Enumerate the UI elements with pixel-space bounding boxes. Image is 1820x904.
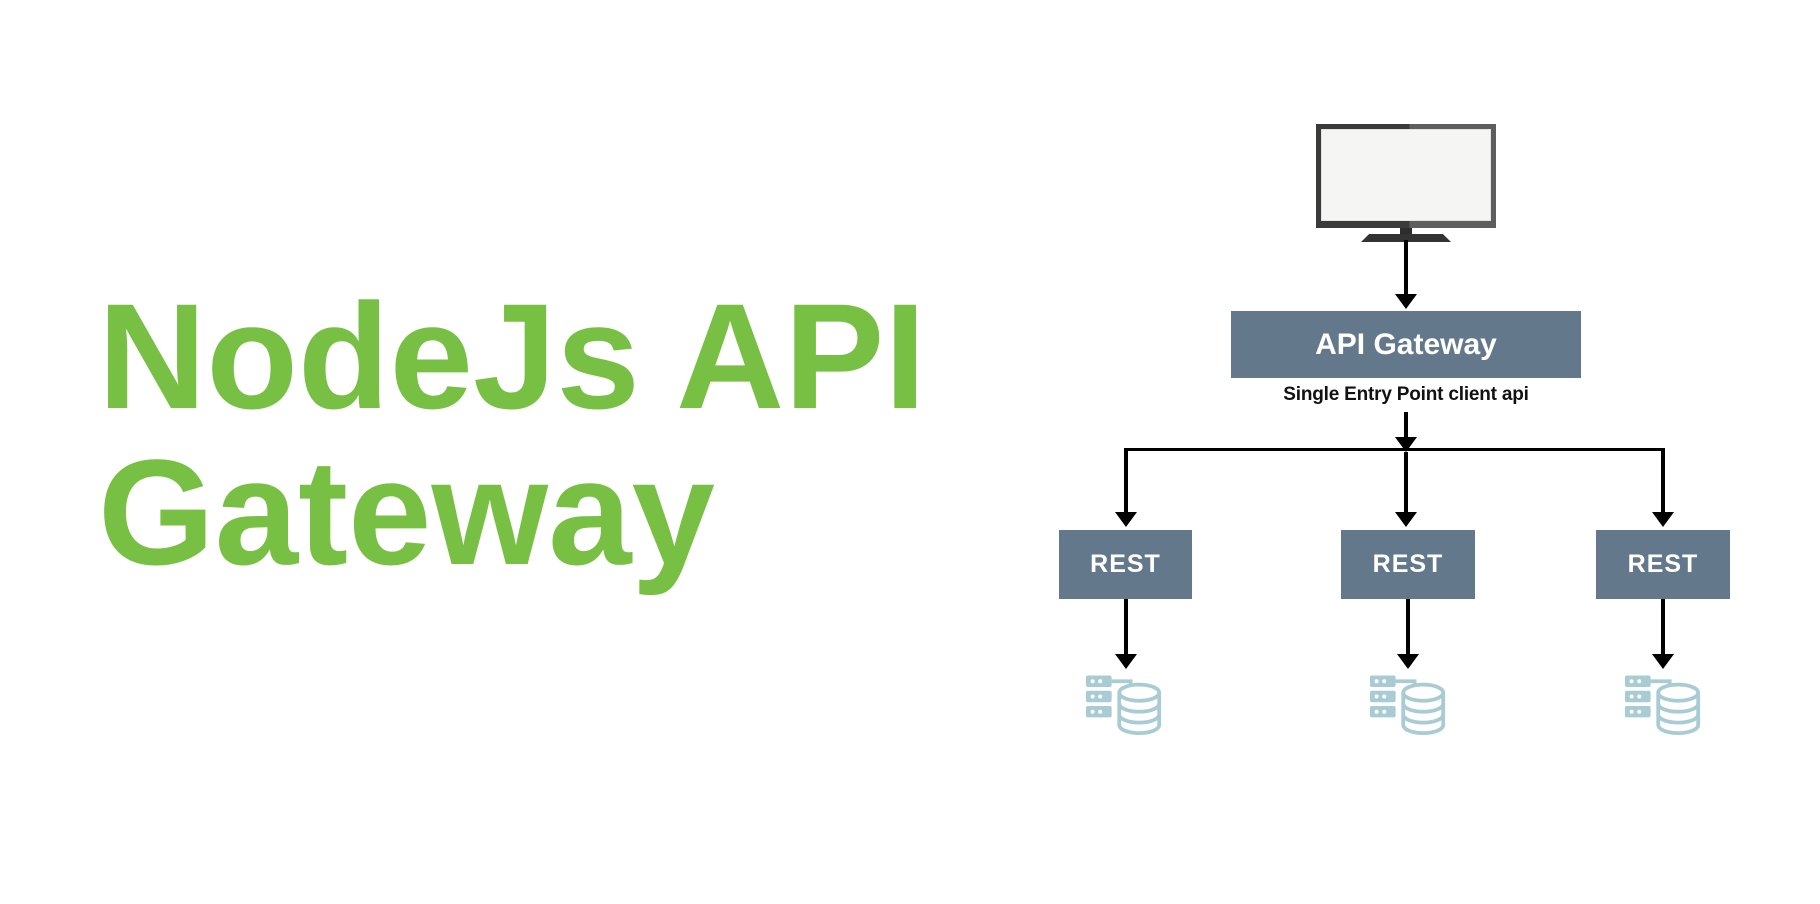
page-title-line2: Gateway <box>98 428 715 596</box>
branch-horizontal-line <box>1124 448 1665 451</box>
arrow-rest3-to-db-head <box>1652 654 1674 669</box>
arrow-rest2-to-db-head <box>1397 654 1419 669</box>
rest-node-3-label: REST <box>1627 550 1699 578</box>
branch-middle-head <box>1395 512 1417 527</box>
rest-node-1-label: REST <box>1090 550 1161 578</box>
page-title-line1: NodeJs API <box>98 272 927 440</box>
branch-right-head <box>1652 512 1674 527</box>
database-server-icon <box>1624 673 1702 739</box>
branch-left-head <box>1115 512 1137 527</box>
database-server-icon <box>1085 673 1163 739</box>
branch-middle-line <box>1404 452 1408 512</box>
branch-right-line <box>1661 448 1665 512</box>
arrow-rest3-to-db-line <box>1661 599 1665 656</box>
rest-node-3: REST <box>1596 530 1730 599</box>
arrow-rest2-to-db-line <box>1406 599 1410 656</box>
api-gateway-label: API Gateway <box>1315 327 1497 361</box>
monitor-icon <box>1316 124 1496 242</box>
arrow-gateway-to-branch-line <box>1404 412 1408 439</box>
arrow-client-to-gateway-head <box>1395 294 1417 309</box>
monitor-stand-neck <box>1400 228 1412 235</box>
rest-node-2-label: REST <box>1372 550 1444 578</box>
rest-node-1: REST <box>1059 530 1192 599</box>
branch-left-line <box>1124 448 1128 512</box>
api-gateway-node: API Gateway <box>1231 311 1581 378</box>
arrow-rest1-to-db-line <box>1124 599 1128 656</box>
gateway-caption: Single Entry Point client api <box>1283 384 1529 405</box>
rest-node-2: REST <box>1341 530 1475 599</box>
page-title: NodeJs API Gateway <box>98 278 1058 590</box>
database-server-icon <box>1369 673 1447 739</box>
monitor-screen <box>1321 129 1491 221</box>
monitor-stand-base <box>1361 234 1451 242</box>
arrow-rest1-to-db-head <box>1115 654 1137 669</box>
arrow-client-to-gateway-line <box>1404 240 1408 296</box>
